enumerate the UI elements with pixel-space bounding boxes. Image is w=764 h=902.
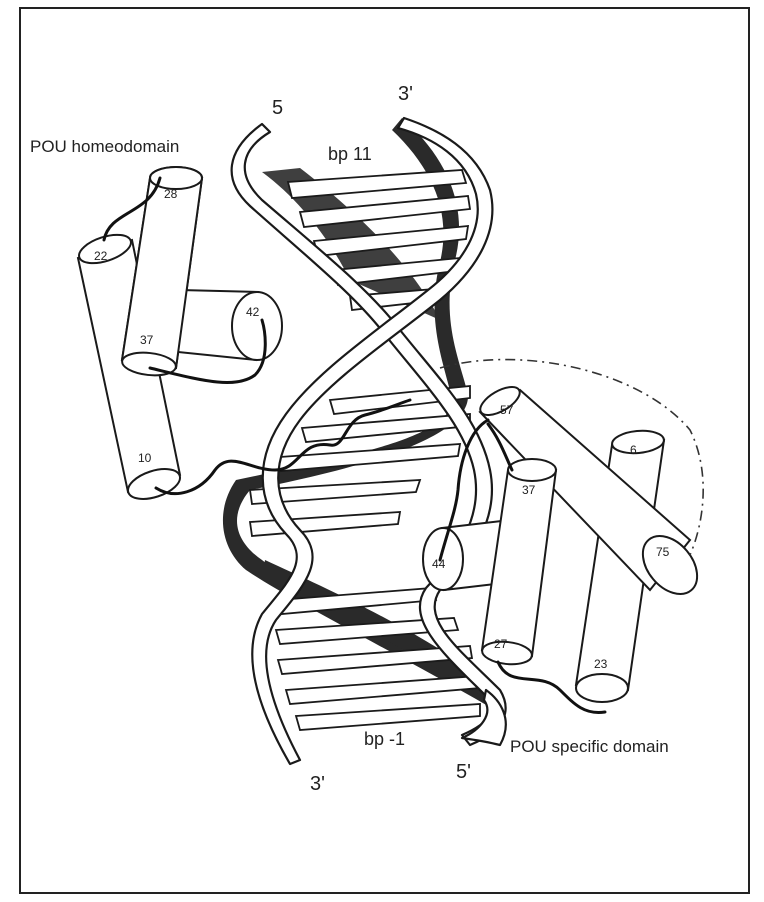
residue-number: 6 — [630, 443, 637, 457]
residue-number: 37 — [140, 333, 154, 347]
residue-number: 23 — [594, 657, 608, 671]
base-pair — [296, 704, 480, 730]
bp-top-label: bp 11 — [328, 144, 372, 164]
specific-domain-label: POU specific domain — [510, 737, 669, 756]
residue-number: 22 — [94, 249, 108, 263]
residue-number: 57 — [500, 403, 514, 417]
base-pair — [286, 676, 480, 704]
bp-bottom-label: bp -1 — [364, 729, 405, 749]
bottom-right-end-label: 5' — [456, 761, 471, 783]
residue-number: 28 — [164, 187, 178, 201]
dna-helix — [223, 118, 506, 764]
base-pair — [302, 414, 470, 442]
residue-number: 27 — [494, 637, 508, 651]
residue-number: 75 — [656, 545, 670, 559]
residue-number: 44 — [432, 557, 446, 571]
residue-number: 37 — [522, 483, 536, 497]
residue-number: 10 — [138, 451, 152, 465]
residue-number: 42 — [246, 305, 260, 319]
homeodomain-label: POU homeodomain — [30, 137, 179, 156]
top-left-end-label: 5 — [272, 97, 283, 119]
bottom-left-end-label: 3' — [310, 773, 325, 795]
base-pair — [266, 444, 460, 472]
top-right-end-label: 3' — [398, 83, 413, 105]
